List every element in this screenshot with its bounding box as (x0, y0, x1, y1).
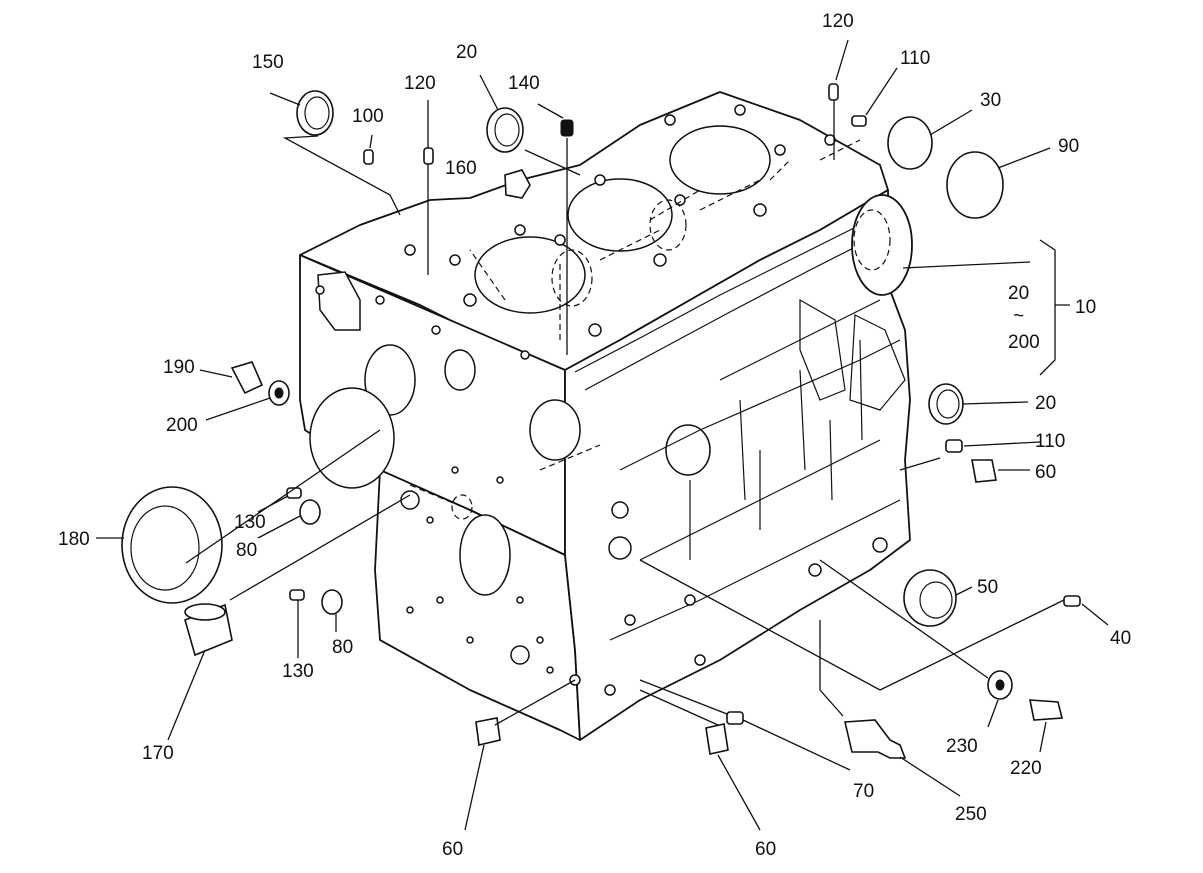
pin-110-right (945, 439, 963, 453)
callout-230: 230 (946, 736, 978, 757)
callout-60-left: 60 (442, 839, 463, 860)
pin-100 (363, 149, 374, 165)
callout-40: 40 (1110, 628, 1131, 649)
drain-plug-220 (1029, 699, 1064, 721)
plug-70 (726, 711, 744, 725)
callout-170: 170 (142, 743, 174, 764)
callout-120-right: 120 (822, 11, 854, 32)
plug-80-upper (299, 499, 321, 525)
plug-20-top (486, 107, 524, 153)
pin-120-left (423, 147, 434, 165)
cylinder-bore-1 (474, 236, 586, 314)
pin-130-lower (289, 589, 305, 601)
callout-10: 10 (1075, 297, 1096, 318)
callout-150: 150 (252, 52, 284, 73)
callout-20-range-start: 20 (1008, 283, 1029, 304)
callout-100: 100 (352, 106, 384, 127)
callout-20-top: 20 (456, 42, 477, 63)
callout-labels: 150 100 120 20 140 120 110 30 90 160 20 … (58, 11, 1131, 860)
loose-parts (121, 83, 1081, 759)
callout-50: 50 (977, 577, 998, 598)
plug-50 (903, 569, 957, 627)
plug-60-middle (705, 723, 729, 755)
callout-130-lower: 130 (282, 661, 314, 682)
cylinder-block (299, 91, 913, 741)
callout-20-right: 20 (1035, 393, 1056, 414)
fitting-160 (504, 169, 531, 199)
plug-60-right (971, 459, 997, 483)
cylinder-bore-3 (669, 125, 771, 195)
callout-200-range-end: 200 (1008, 332, 1040, 353)
callout-120-left: 120 (404, 73, 436, 94)
callout-60-middle: 60 (755, 839, 776, 860)
plug-80-lower (321, 589, 343, 615)
callout-110-right: 110 (1035, 431, 1065, 452)
pin-120-right (828, 83, 839, 101)
plug-30 (887, 116, 933, 170)
callout-range-tilde: ~ (1013, 306, 1024, 327)
callout-70: 70 (853, 781, 874, 802)
plug-90 (946, 151, 1004, 219)
oil-pressure-switch-250 (844, 719, 907, 759)
callout-180: 180 (58, 529, 90, 550)
bolt-40 (1063, 595, 1081, 607)
callout-60-right: 60 (1035, 462, 1056, 483)
callout-160: 160 (445, 158, 477, 179)
bolt-140 (560, 119, 574, 137)
cylinder-bore-2 (567, 178, 673, 252)
callout-250: 250 (955, 804, 987, 825)
callout-90: 90 (1058, 136, 1079, 157)
crank-bore-opening (309, 387, 395, 489)
callout-110-top: 110 (900, 48, 930, 69)
callout-130-upper: 130 (234, 512, 266, 533)
callout-190: 190 (163, 357, 195, 378)
callout-80-lower: 80 (332, 637, 353, 658)
callout-200: 200 (166, 415, 198, 436)
fitting-190 (230, 361, 264, 395)
oil-seal-180 (121, 486, 223, 604)
callout-140: 140 (508, 73, 540, 94)
leader-lines (96, 39, 1109, 831)
callout-80-upper: 80 (236, 540, 257, 561)
plug-60-left (475, 717, 501, 746)
callout-30: 30 (980, 90, 1001, 111)
plug-150 (296, 90, 334, 136)
pin-110-top (851, 115, 867, 127)
callout-220: 220 (1010, 758, 1042, 779)
